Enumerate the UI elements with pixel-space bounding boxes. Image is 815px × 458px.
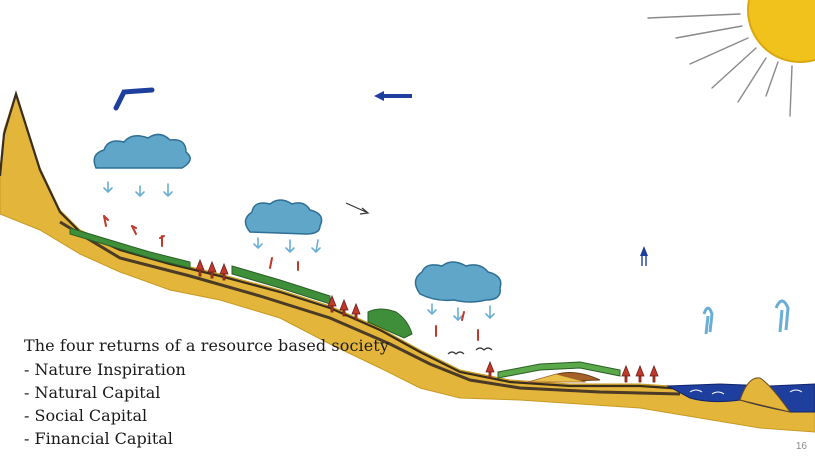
return-item: - Social Capital bbox=[24, 406, 148, 425]
soil-line bbox=[0, 90, 701, 392]
waves bbox=[689, 389, 803, 395]
return-item: - Financial Capital bbox=[24, 429, 173, 448]
cloud-3 bbox=[414, 261, 502, 303]
sun-rays bbox=[647, 13, 793, 117]
return-item: - Nature Inspiration bbox=[24, 360, 186, 379]
wind-arrow-curved bbox=[113, 87, 155, 111]
tree-row-3 bbox=[485, 360, 659, 383]
birds bbox=[447, 347, 493, 355]
grass bbox=[69, 227, 621, 379]
returns-caption: The four returns of a resource based soc… bbox=[24, 334, 389, 450]
rain bbox=[103, 181, 495, 322]
cloud-2 bbox=[244, 199, 323, 235]
returns-list: - Nature Inspiration - Natural Capital -… bbox=[24, 358, 389, 450]
sea-evaporation bbox=[640, 246, 790, 335]
cloud-1 bbox=[93, 133, 191, 169]
return-item: - Natural Capital bbox=[24, 383, 161, 402]
soil-layer bbox=[59, 220, 681, 396]
tree-row-2 bbox=[327, 294, 361, 321]
wind-arrow-small bbox=[345, 202, 367, 213]
tree-row-1 bbox=[195, 258, 229, 281]
wind-arrows bbox=[113, 87, 412, 215]
sun bbox=[647, 0, 815, 117]
sea-rock bbox=[739, 377, 792, 413]
caption-title: The four returns of a resource based soc… bbox=[24, 336, 389, 355]
evaporation bbox=[103, 215, 479, 341]
slide-number: 16 bbox=[795, 441, 807, 452]
